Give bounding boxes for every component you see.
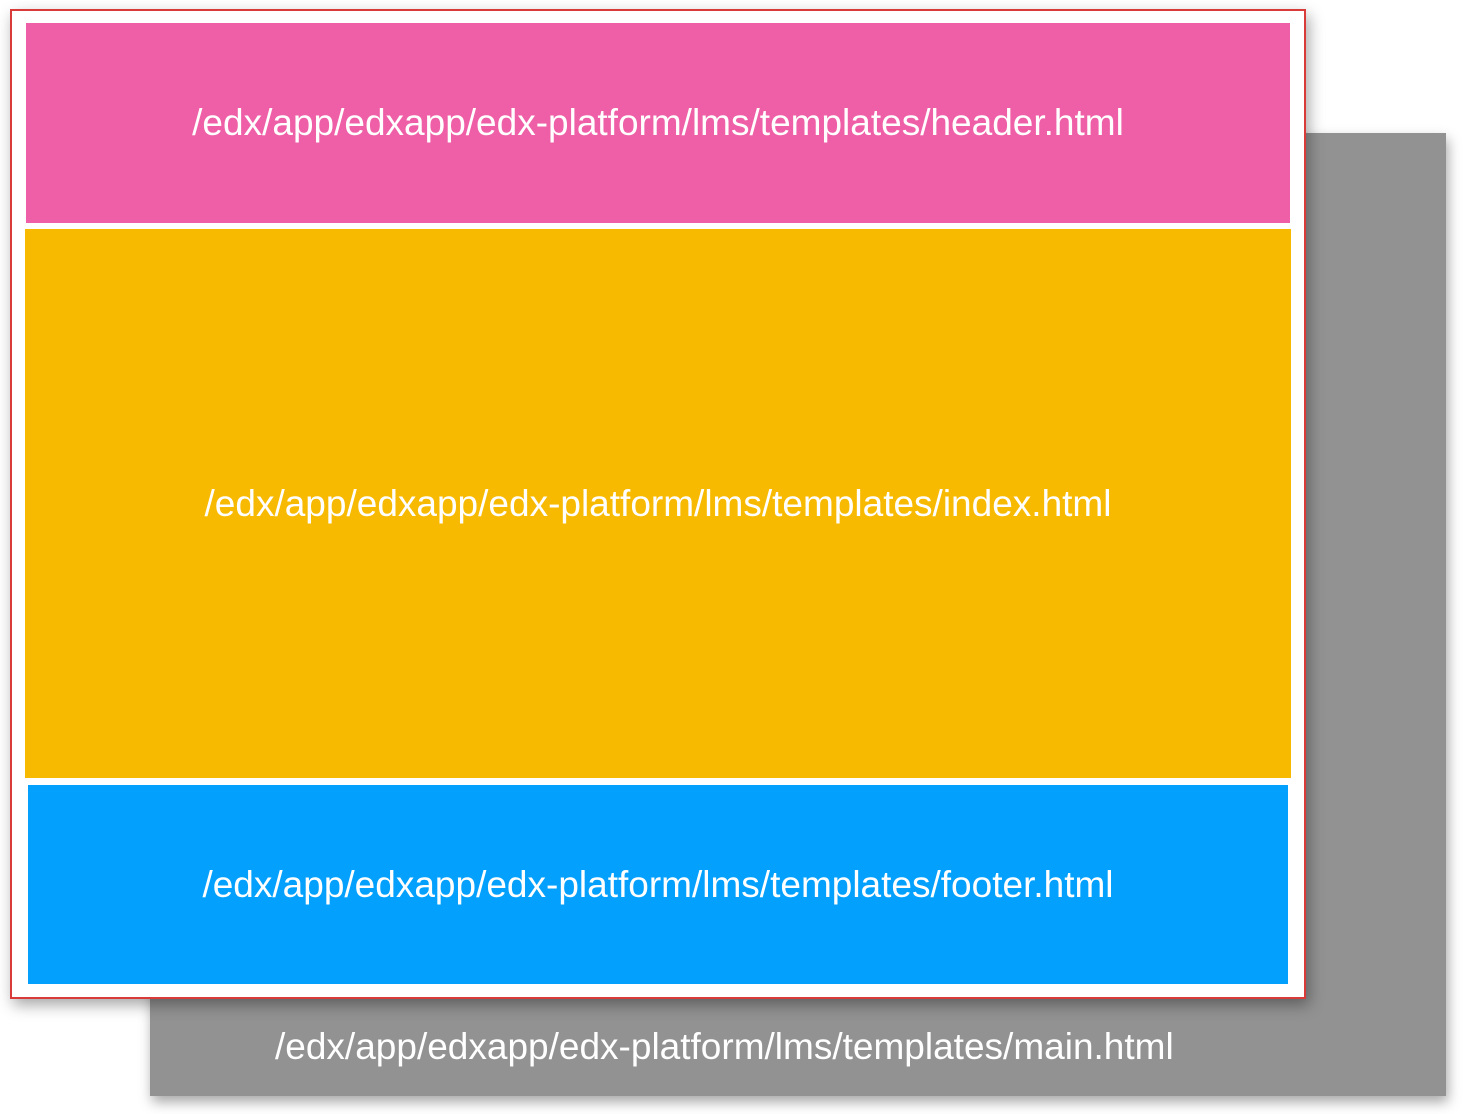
main-template-label: /edx/app/edxapp/edx-platform/lms/templat… [275, 1026, 1174, 1067]
header-template-block: /edx/app/edxapp/edx-platform/lms/templat… [26, 23, 1290, 223]
footer-template-label: /edx/app/edxapp/edx-platform/lms/templat… [202, 863, 1114, 905]
header-template-label: /edx/app/edxapp/edx-platform/lms/templat… [192, 102, 1124, 143]
footer-template-block: /edx/app/edxapp/edx-platform/lms/templat… [28, 785, 1288, 984]
index-template-block: /edx/app/edxapp/edx-platform/lms/templat… [25, 229, 1291, 778]
index-template-label: /edx/app/edxapp/edx-platform/lms/templat… [204, 482, 1112, 524]
page-frame: /edx/app/edxapp/edx-platform/lms/templat… [10, 9, 1306, 999]
